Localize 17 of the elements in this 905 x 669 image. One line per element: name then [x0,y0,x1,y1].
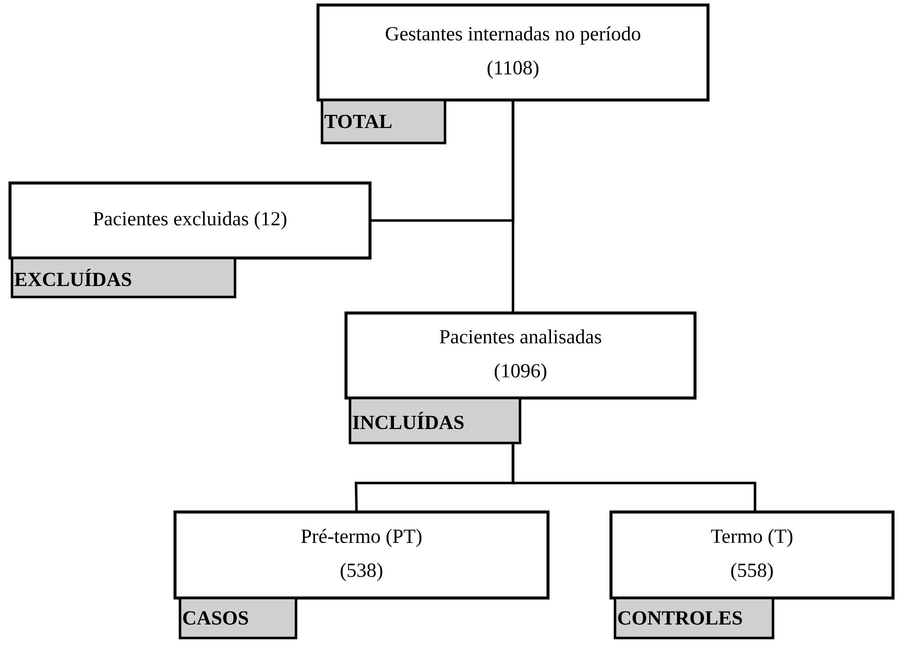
label-tag [320,98,446,144]
process-box: Pré-termo (PT) (538) [174,510,550,600]
process-box: Pacientes excluidas (12) [8,182,372,260]
node-label: EXCLUÍDAS [14,268,132,286]
label-tag [10,256,236,298]
label-tag [348,396,522,444]
node-label: INCLUÍDAS [352,412,464,430]
node-label: CONTROLES [618,611,742,625]
connector-line [512,444,756,510]
label-tag [178,596,298,640]
node-label: CASOS [183,611,248,625]
process-box: Termo (T) (558) [610,510,894,600]
connector-line [372,102,514,222]
process-box: Pacientes analisadas (1096) [344,312,696,400]
process-box: Gestantes internadas no período (1108) [316,4,710,102]
label-tag [614,596,774,640]
node-label: TOTAL [324,114,392,128]
